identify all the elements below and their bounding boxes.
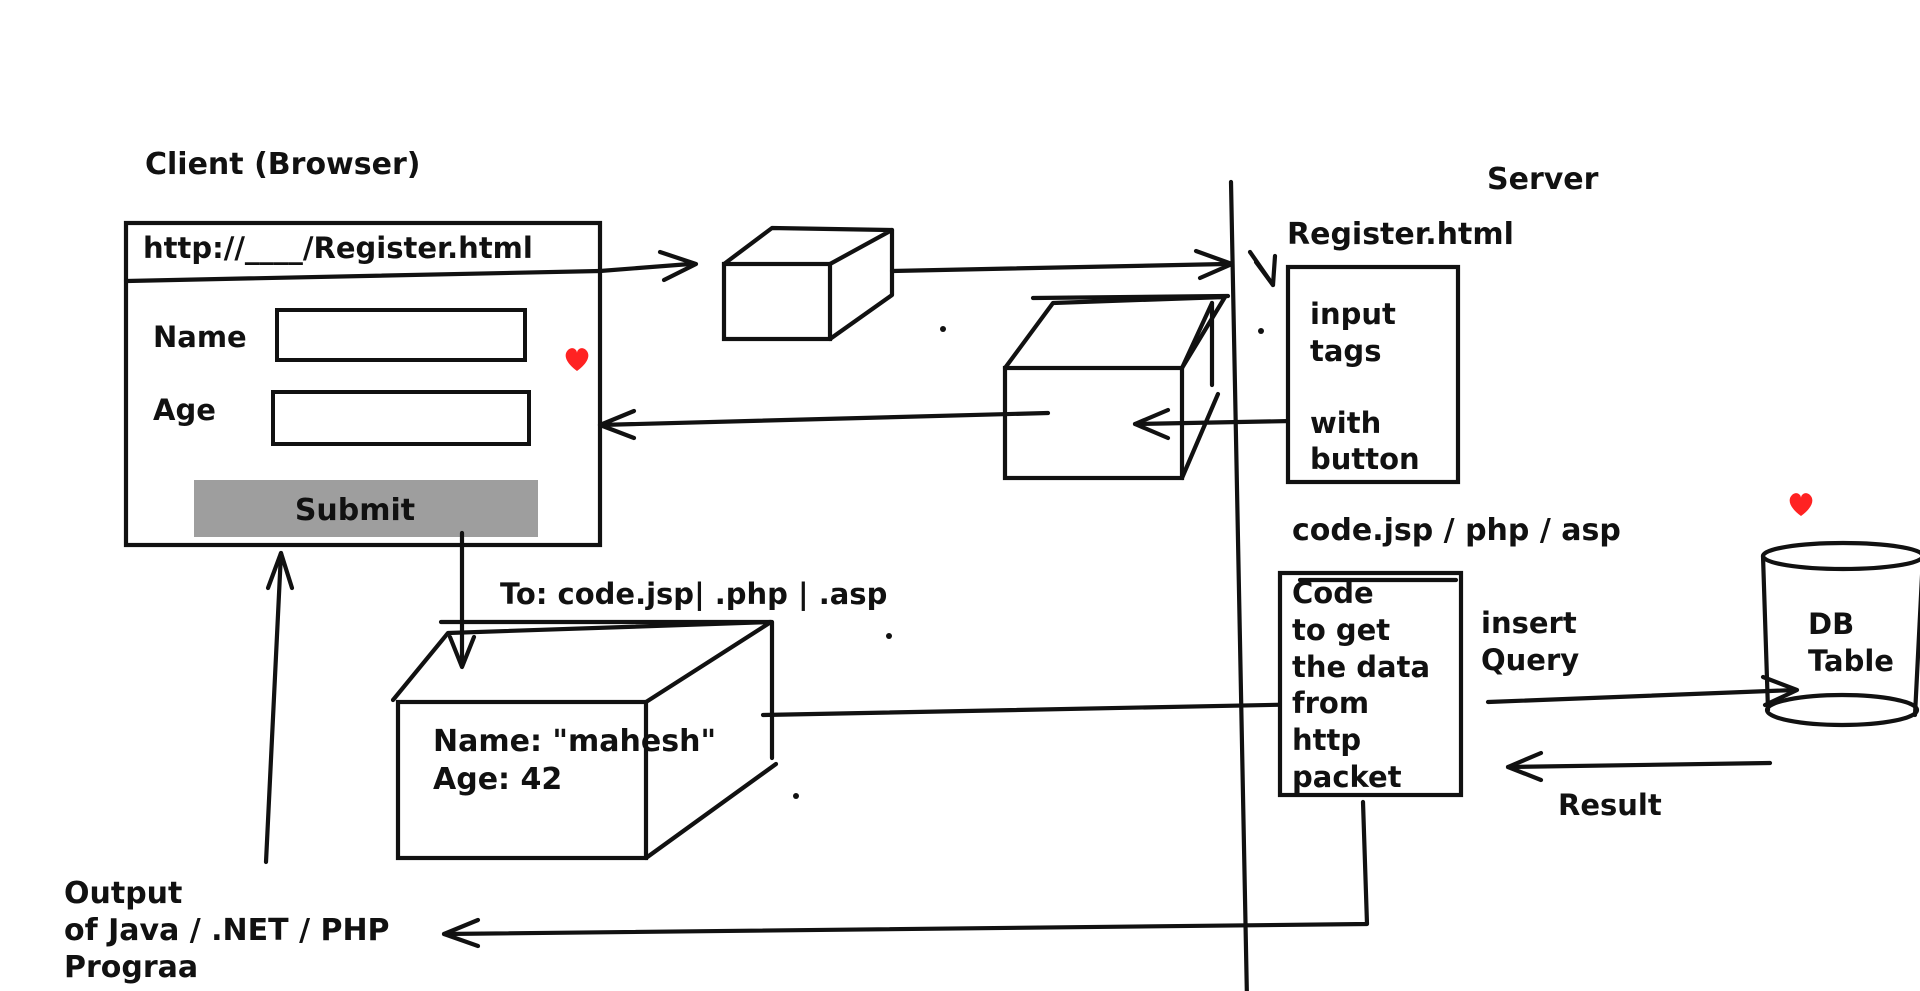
register-line: button bbox=[1310, 442, 1420, 476]
db-label: DB bbox=[1808, 607, 1854, 641]
code-line: to get bbox=[1292, 613, 1390, 647]
output-line: of Java / .NET / PHP bbox=[64, 913, 390, 948]
register-page-box bbox=[1285, 264, 1461, 485]
code-line: http bbox=[1292, 723, 1361, 757]
client-title: Client (Browser) bbox=[145, 147, 420, 182]
register-line: input bbox=[1310, 297, 1396, 331]
submit-label: Submit bbox=[295, 493, 415, 528]
request-packet-cube bbox=[721, 225, 895, 342]
http-packet-cube bbox=[390, 619, 779, 861]
code-box-title: code.jsp / php / asp bbox=[1292, 513, 1621, 548]
result-label: Result bbox=[1558, 788, 1662, 822]
packet-name: Name: "mahesh" bbox=[433, 724, 716, 759]
packet-destination: To: code.jsp| .php | .asp bbox=[500, 577, 887, 611]
db-label: Table bbox=[1808, 644, 1894, 678]
code-line: from bbox=[1292, 686, 1369, 720]
client-server-divider bbox=[1228, 179, 1249, 991]
packet-age: Age: 42 bbox=[433, 762, 562, 797]
name-input[interactable] bbox=[275, 308, 527, 362]
name-label: Name bbox=[153, 320, 247, 354]
register-line: tags bbox=[1310, 334, 1381, 368]
insert-label: Query bbox=[1481, 643, 1579, 677]
server-title: Server bbox=[1487, 162, 1599, 197]
register-page-title: Register.html bbox=[1287, 217, 1514, 252]
heart-icon bbox=[1789, 493, 1813, 516]
age-input[interactable] bbox=[271, 390, 531, 446]
output-line: Output bbox=[64, 876, 182, 911]
code-box bbox=[1277, 570, 1464, 798]
register-line: with bbox=[1310, 406, 1381, 440]
age-label: Age bbox=[153, 393, 216, 427]
insert-label: insert bbox=[1481, 606, 1577, 640]
db-table-cylinder bbox=[1760, 540, 1920, 728]
code-line: Code bbox=[1292, 576, 1374, 610]
submit-button[interactable] bbox=[194, 480, 538, 537]
output-line: Prograa bbox=[64, 950, 198, 985]
heart-icon bbox=[565, 348, 589, 371]
code-line: packet bbox=[1292, 760, 1402, 794]
code-line: the data bbox=[1292, 650, 1430, 684]
browser-url: http://____/Register.html bbox=[143, 231, 533, 265]
response-packet-cube bbox=[1002, 293, 1231, 481]
